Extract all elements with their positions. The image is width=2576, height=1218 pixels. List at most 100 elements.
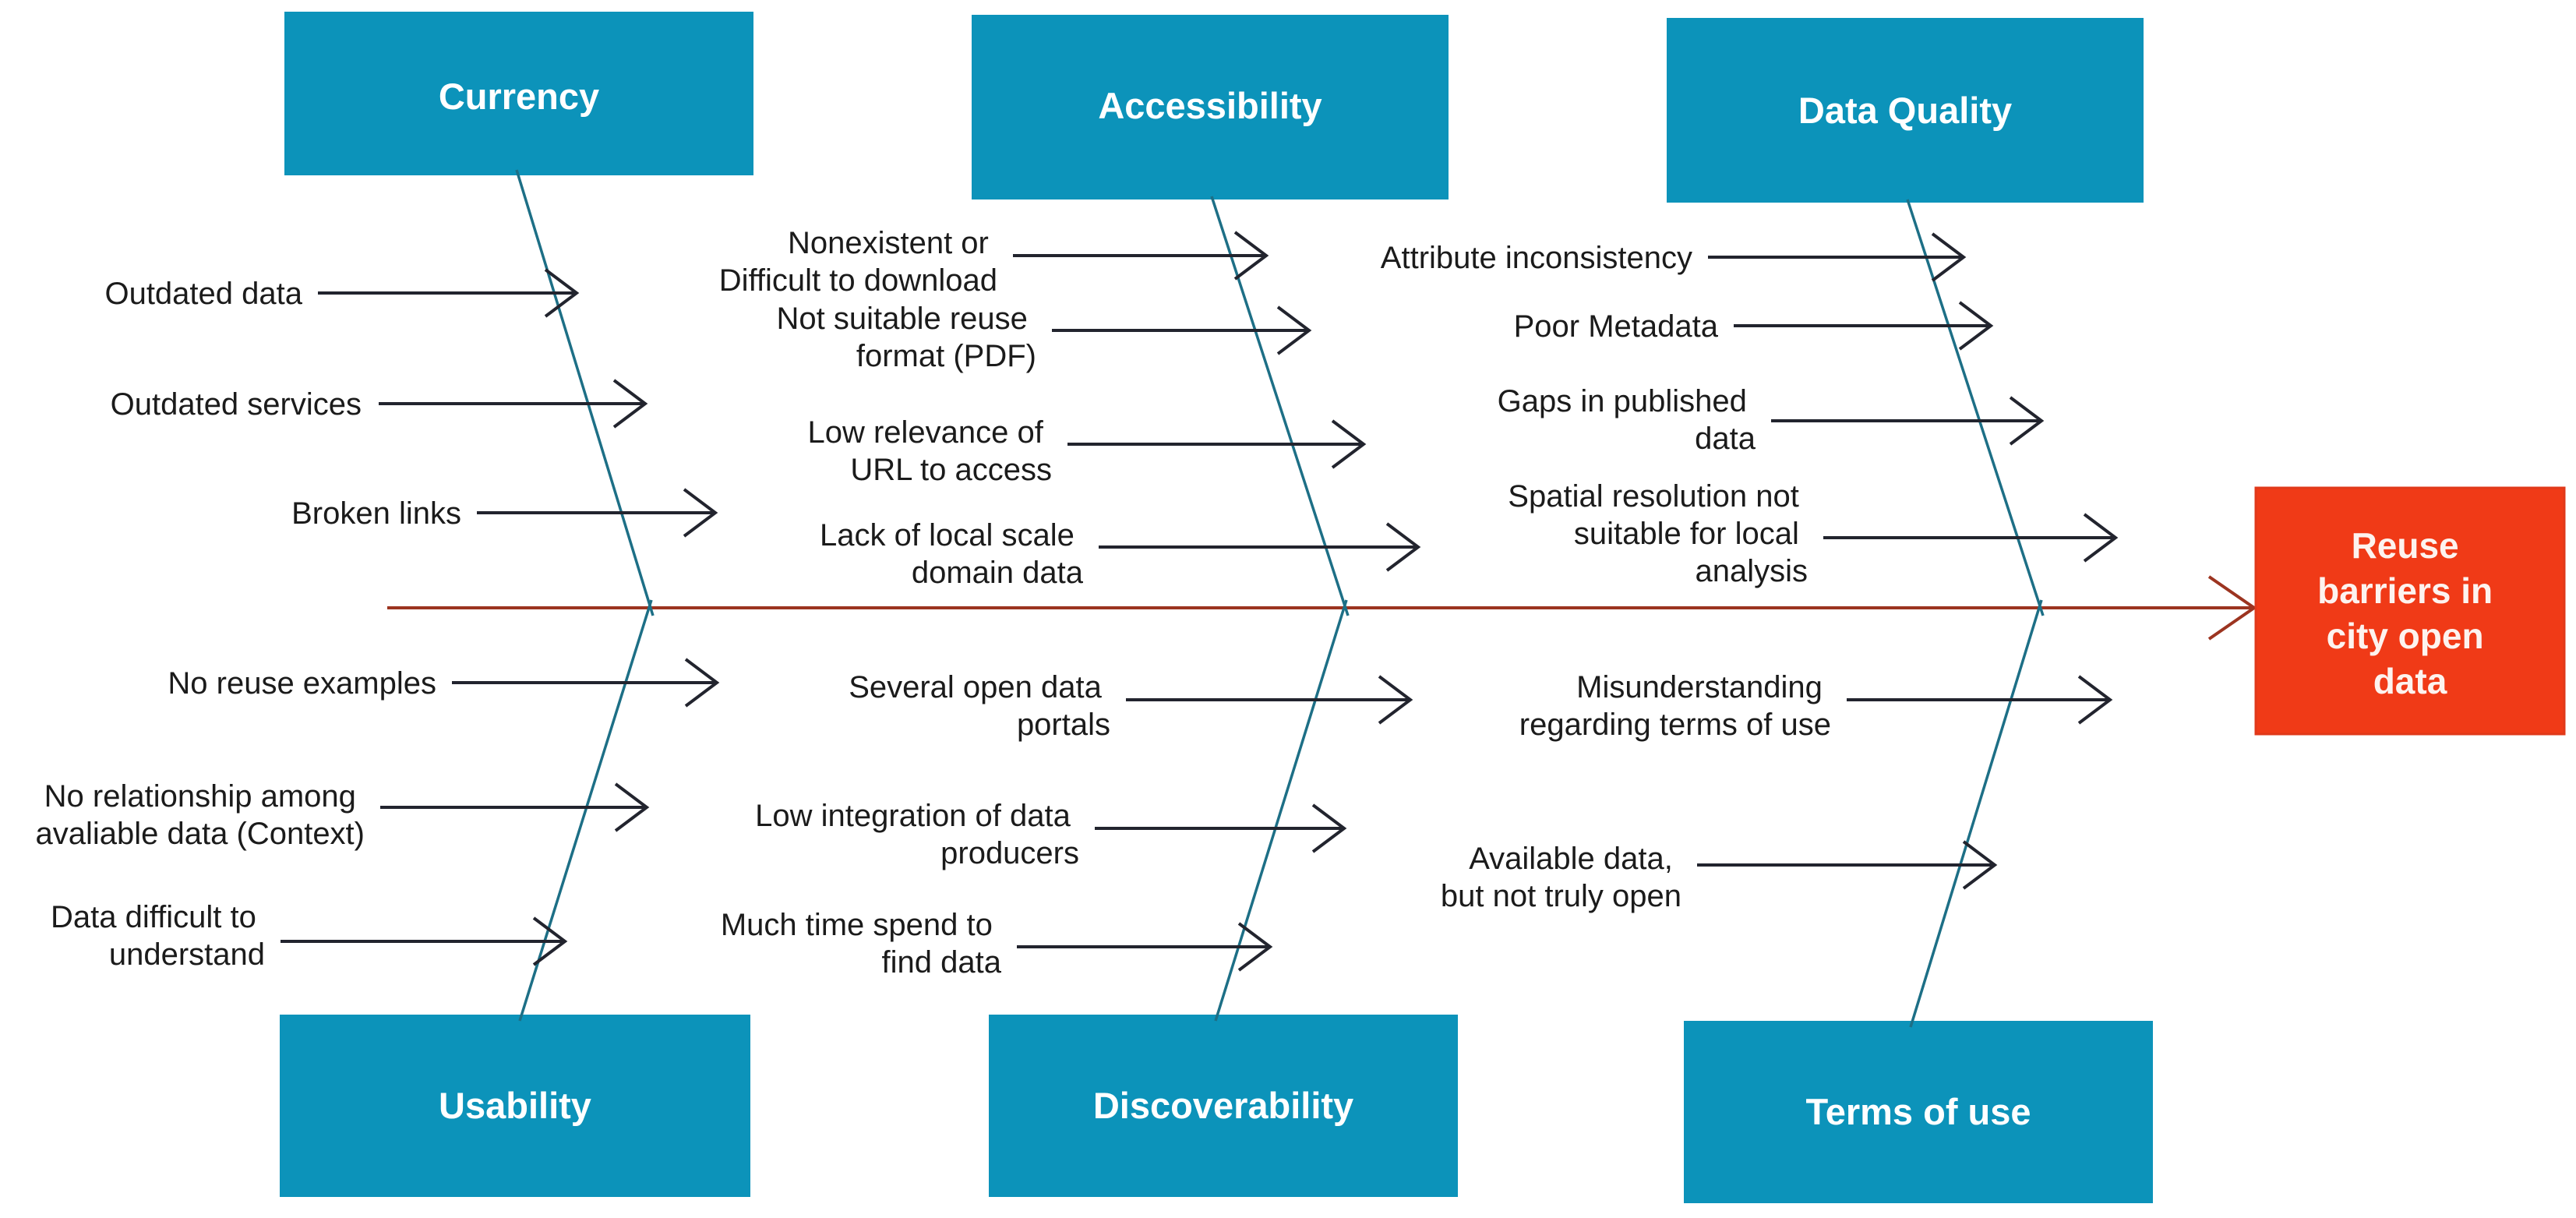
category-box-accessibility[interactable]: Accessibility — [972, 15, 1449, 199]
cause-label-usability-0: No reuse examples — [168, 666, 436, 701]
cause-label-terms-of-use-1-line-1: Available data, — [1469, 842, 1673, 876]
cause-label-usability-2-line-1: Data difficult to — [51, 900, 256, 934]
cause-data-quality-1: Poor Metadata — [1514, 301, 1994, 351]
category-label-currency: Currency — [439, 76, 599, 117]
cause-label-data-quality-1: Poor Metadata — [1514, 309, 1719, 344]
cause-accessibility-1: Not suitable reuse format (PDF) — [776, 302, 1312, 373]
cause-arrow-head-usability-0 — [684, 658, 720, 708]
cause-label-currency-2: Broken links — [291, 496, 461, 531]
spine-arrow-head — [2207, 575, 2257, 641]
category-box-currency[interactable]: Currency — [284, 12, 753, 175]
cause-label-usability-1-line-2: avaliable data (Context) — [36, 817, 365, 851]
effect-box-rect[interactable] — [2254, 486, 2566, 736]
cause-label-accessibility-0: Nonexistent or Difficult to download — [719, 226, 997, 298]
effect-box[interactable]: Reuse barriers in city open data — [2254, 486, 2566, 736]
category-label-discoverability: Discoverability — [1093, 1085, 1353, 1126]
cause-arrow-head-currency-0 — [544, 268, 580, 318]
category-label-terms-of-use: Terms of use — [1805, 1091, 2031, 1132]
category-box-terms-of-use-rect[interactable] — [1684, 1021, 2153, 1203]
cause-label-data-quality-3: Spatial resolution not suitable for loca… — [1508, 479, 1808, 588]
bone-line-currency — [515, 169, 655, 616]
cause-label-terms-of-use-0-line-1: Misunderstanding — [1576, 670, 1823, 704]
cause-label-currency-1: Outdated services — [111, 387, 362, 422]
cause-label-data-quality-2: Gaps in published data — [1498, 384, 1756, 456]
cause-arrow-head-terms-of-use-0 — [2077, 675, 2113, 725]
cause-arrow-head-accessibility-3 — [1385, 522, 1421, 572]
category-label-accessibility: Accessibility — [1098, 85, 1322, 126]
cause-label-data-quality-0: Attribute inconsistency — [1381, 241, 1692, 275]
category-box-usability[interactable]: Usability — [280, 1015, 750, 1197]
bone-currency — [515, 169, 655, 616]
cause-arrow-head-accessibility-1 — [1276, 305, 1312, 355]
cause-label-data-quality-3-line-1: Spatial resolution not — [1508, 479, 1799, 514]
cause-label-discoverability-0-line-2: portals — [1017, 708, 1110, 742]
category-box-currency-rect[interactable] — [284, 12, 753, 175]
cause-label-accessibility-2-line-2: URL to access — [850, 453, 1052, 487]
cause-arrow-head-accessibility-2 — [1331, 419, 1367, 469]
cause-arrow-head-data-quality-3 — [2083, 513, 2119, 563]
cause-currency-1: Outdated services — [111, 379, 648, 429]
cause-label-discoverability-1: Low integration of data producers — [755, 799, 1079, 870]
bone-line-usability — [518, 599, 653, 1022]
cause-label-data-quality-2-line-2: data — [1695, 422, 1756, 456]
cause-label-discoverability-0-line-1: Several open data — [849, 670, 1102, 704]
category-box-discoverability[interactable]: Discoverability — [989, 1015, 1458, 1197]
cause-accessibility-3: Lack of local scale domain data — [820, 518, 1421, 590]
cause-terms-of-use-1: Available data, but not truly open — [1441, 840, 1998, 913]
category-box-terms-of-use[interactable]: Terms of use — [1684, 1021, 2153, 1203]
cause-terms-of-use-0: Misunderstanding regarding terms of use — [1519, 670, 2113, 742]
cause-label-discoverability-1-line-2: producers — [940, 836, 1079, 870]
bone-accessibility — [1210, 196, 1350, 616]
cause-arrow-head-data-quality-0 — [1931, 232, 1967, 282]
cause-currency-2: Broken links — [291, 488, 718, 538]
cause-discoverability-0: Several open data portals — [849, 670, 1413, 742]
cause-accessibility-2: Low relevance of URL to access — [807, 415, 1367, 487]
cause-label-accessibility-3-line-1: Lack of local scale — [820, 518, 1075, 553]
bone-line-terms-of-use — [1909, 599, 2043, 1028]
category-box-accessibility-rect[interactable] — [972, 15, 1449, 199]
cause-label-discoverability-0: Several open data portals — [849, 670, 1110, 742]
cause-label-accessibility-3: Lack of local scale domain data — [820, 518, 1084, 590]
bone-line-data-quality — [1906, 199, 2045, 616]
cause-arrow-head-currency-1 — [612, 379, 648, 429]
cause-label-accessibility-0-line-2: Difficult to download — [719, 263, 997, 298]
cause-label-terms-of-use-0-line-2: regarding terms of use — [1519, 708, 1831, 742]
cause-label-currency-0: Outdated data — [104, 277, 302, 311]
cause-discoverability-1: Low integration of data producers — [755, 799, 1347, 870]
cause-label-accessibility-1-line-2: format (PDF) — [856, 339, 1036, 373]
cause-label-terms-of-use-1: Available data, but not truly open — [1441, 842, 1681, 913]
cause-arrow-head-usability-2 — [532, 916, 568, 966]
category-box-data-quality[interactable]: Data Quality — [1667, 18, 2144, 203]
cause-label-usability-1-line-1: No relationship among — [44, 779, 356, 814]
cause-usability-2: Data difficult to understand — [51, 900, 568, 972]
cause-data-quality-3: Spatial resolution not suitable for loca… — [1508, 479, 2119, 588]
cause-label-discoverability-2: Much time spend to find data — [721, 908, 1002, 980]
bone-usability — [518, 599, 653, 1022]
cause-arrow-head-data-quality-1 — [1958, 301, 1994, 351]
cause-label-accessibility-3-line-2: domain data — [912, 556, 1084, 590]
cause-label-discoverability-2-line-1: Much time spend to — [721, 908, 993, 942]
cause-label-data-quality-2-line-1: Gaps in published — [1498, 384, 1747, 418]
cause-arrow-head-accessibility-0 — [1233, 231, 1269, 281]
category-box-discoverability-rect[interactable] — [989, 1015, 1458, 1197]
cause-label-terms-of-use-0: Misunderstanding regarding terms of use — [1519, 670, 1831, 742]
category-box-data-quality-rect[interactable] — [1667, 18, 2144, 203]
cause-arrow-head-discoverability-2 — [1237, 922, 1273, 972]
cause-label-usability-1: No relationship among avaliable data (Co… — [36, 779, 365, 851]
cause-label-accessibility-1: Not suitable reuse format (PDF) — [776, 302, 1036, 373]
bone-data-quality — [1906, 199, 2045, 616]
cause-arrow-head-discoverability-0 — [1378, 675, 1413, 725]
effect-label-line-3: city open — [2327, 616, 2484, 656]
effect-label: Reuse barriers in city open data — [2317, 525, 2503, 701]
cause-label-accessibility-0-line-1: Nonexistent or — [788, 226, 989, 260]
cause-label-accessibility-1-line-1: Not suitable reuse — [776, 302, 1027, 336]
cause-label-accessibility-2-line-1: Low relevance of — [807, 415, 1043, 450]
cause-discoverability-2: Much time spend to find data — [721, 908, 1273, 980]
effect-label-line-2: barriers in — [2317, 570, 2493, 611]
category-box-usability-rect[interactable] — [280, 1015, 750, 1197]
cause-arrow-head-usability-1 — [614, 782, 650, 832]
cause-label-discoverability-2-line-2: find data — [882, 945, 1002, 980]
cause-label-discoverability-1-line-1: Low integration of data — [755, 799, 1071, 833]
cause-label-accessibility-2: Low relevance of URL to access — [807, 415, 1052, 487]
